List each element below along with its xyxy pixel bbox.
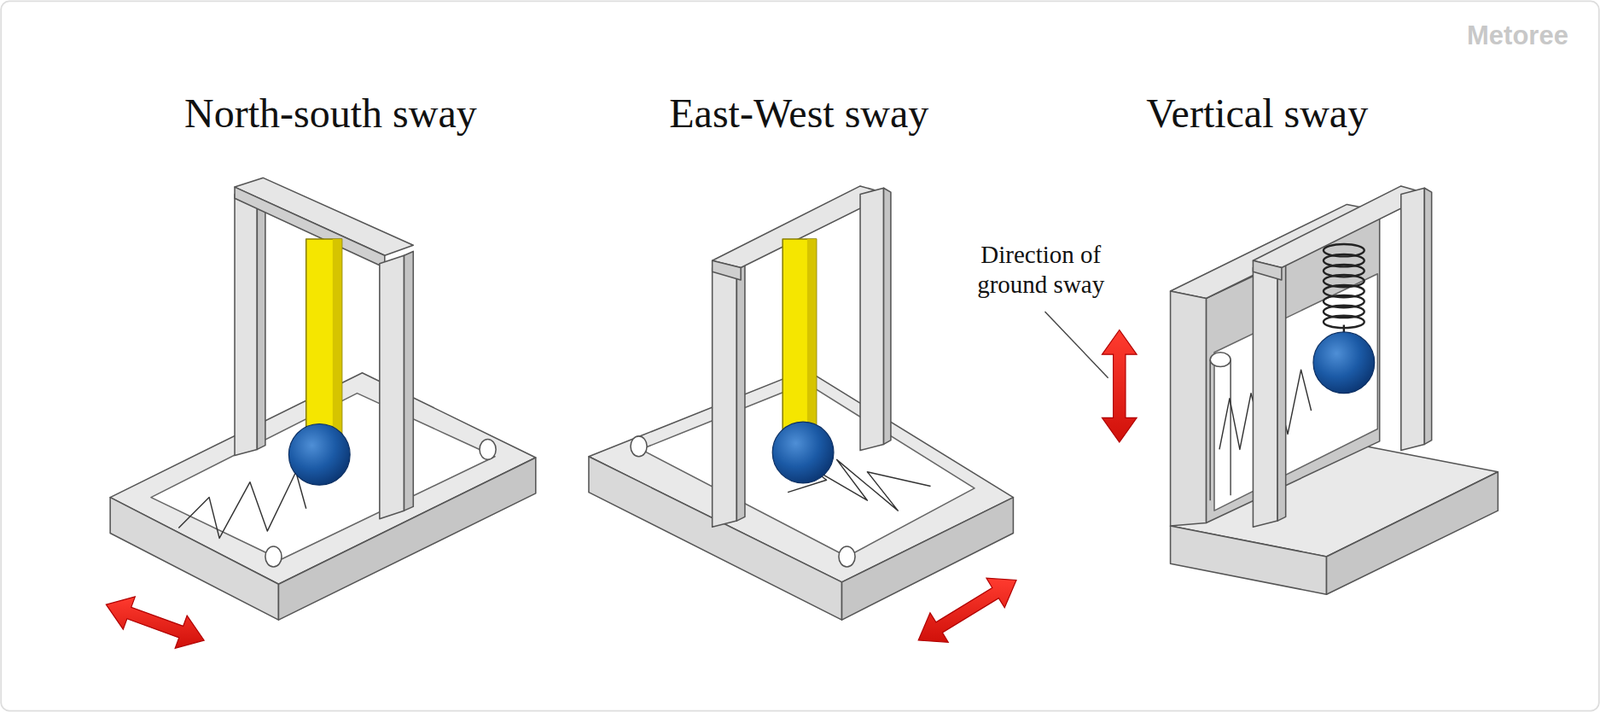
panel-title: North-south sway	[184, 89, 478, 137]
paper-roller	[479, 438, 496, 460]
paper-roller	[630, 436, 647, 457]
frame-post	[404, 250, 414, 511]
pendulum-mass	[772, 421, 834, 483]
frame-post	[884, 187, 891, 444]
north-south-seismometer	[110, 177, 536, 620]
callout-label: Direction of ground sway	[953, 238, 1129, 301]
paper-roller	[1209, 359, 1211, 501]
frame-post	[1277, 261, 1286, 521]
leader-line	[1044, 311, 1108, 379]
watermark: Metoree	[1466, 20, 1569, 52]
frame-bar	[1252, 260, 1281, 280]
paper-roller	[265, 546, 282, 567]
housing-wall	[1170, 290, 1207, 526]
recording-paper	[1214, 273, 1378, 511]
pendulum-rod	[807, 238, 817, 436]
sway-arrow	[918, 577, 1017, 642]
frame-post	[860, 187, 885, 450]
pendulum-rod	[782, 238, 816, 436]
paper-roller	[1210, 352, 1231, 367]
pendulum-mass	[288, 424, 350, 486]
frame-post	[1401, 187, 1426, 450]
spring-coil	[1323, 244, 1365, 335]
pendulum-rod	[306, 238, 343, 436]
paper-roller	[1229, 359, 1232, 495]
panel-title: Vertical sway	[1146, 89, 1368, 137]
frame-post	[256, 187, 266, 449]
paper-roller	[838, 546, 856, 567]
east-west-seismometer	[588, 186, 1013, 620]
frame-post	[1424, 187, 1432, 444]
panel-title: East-West sway	[669, 89, 929, 137]
sway-arrow	[1101, 330, 1137, 443]
base-side	[1326, 471, 1499, 594]
pendulum-rod	[332, 238, 343, 436]
spring-mass	[1313, 331, 1375, 394]
trace-line	[178, 471, 306, 539]
sway-arrow	[105, 596, 204, 649]
frame-post	[1252, 261, 1278, 527]
frame-post	[712, 261, 738, 527]
sway-arrow	[105, 330, 1137, 649]
vertical-seismometer	[1170, 186, 1499, 594]
base-front	[1170, 525, 1327, 594]
frame-post	[234, 187, 257, 455]
frame-post	[379, 255, 405, 519]
frame-post	[736, 261, 745, 521]
frame-bar	[712, 260, 741, 280]
